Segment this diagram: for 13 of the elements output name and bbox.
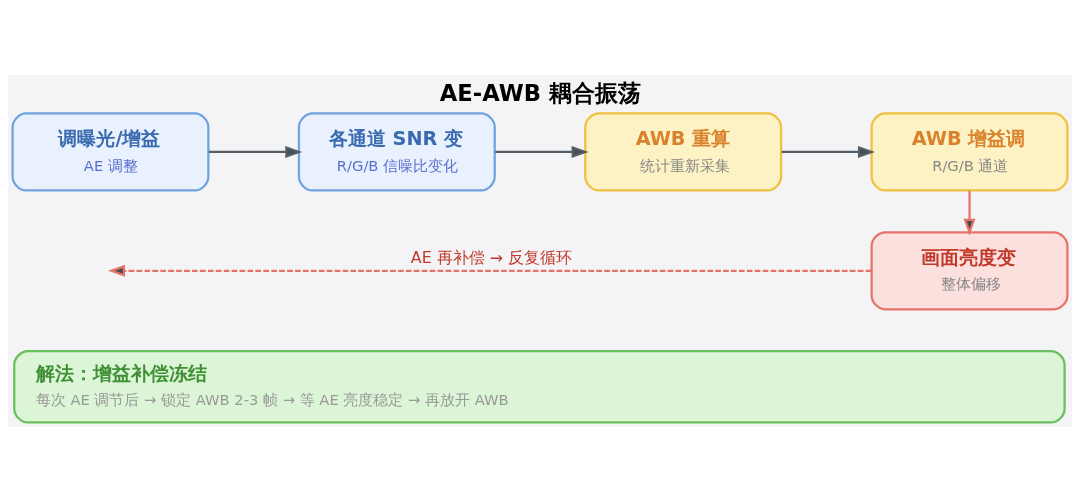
- node-box: 调曝光/增益 AE 调整: [11, 111, 210, 192]
- diagram-title: AE-AWB 耦合振荡: [439, 79, 641, 106]
- node-box: AWB 增益调 R/G/B 通道: [870, 111, 1069, 192]
- edge-label: AE 再补偿 → 反复循环: [410, 247, 573, 267]
- arrow: [108, 264, 872, 277]
- node-box: 画面亮度变 整体偏移: [870, 230, 1069, 310]
- arrow: [208, 145, 303, 158]
- node-box: 解法：增益补偿冻结 每次 AE 调节后 → 锁定 AWB 2-3 帧 → 等 AE 亮度稳定 → 再放开 AWB: [13, 349, 1066, 424]
- arrow: [495, 145, 589, 158]
- node-box: AWB 重算 统计重新采集: [584, 111, 783, 192]
- arrow: [781, 145, 875, 158]
- arrow: [963, 190, 976, 236]
- node-box: 各通道 SNR 变 R/G/B 信噪比变化: [297, 111, 496, 192]
